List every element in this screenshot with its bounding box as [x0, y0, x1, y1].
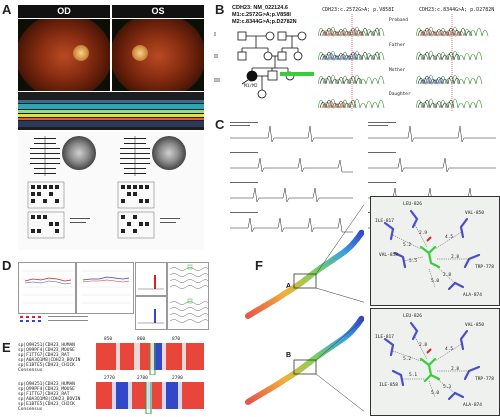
oct-scan: [18, 92, 204, 130]
audiogram-left: [76, 262, 134, 314]
tymp-bottom: [135, 296, 167, 330]
dist-top-7: 5.0: [431, 279, 440, 284]
daughter-label: Daughter: [389, 92, 411, 97]
panel-label-b: B: [215, 2, 225, 17]
res-ile817-top: ILE-817: [375, 219, 394, 224]
align-row-name: sp|Q9H251|CDH23_HUMAN: [18, 382, 75, 387]
panel-label-d: D: [2, 258, 12, 273]
seq1-title: CDH23:c.2572G>A; p.V858I: [322, 7, 395, 13]
os-header: OS: [112, 5, 204, 18]
res-leu826-top: LEU-826: [403, 202, 422, 207]
align-row-name: Consensus: [18, 407, 43, 412]
abr-traces: [167, 262, 209, 330]
fundus-photo-od: [18, 19, 110, 91]
pedigree-chart: [237, 31, 307, 99]
structure-label-b: B: [286, 352, 292, 359]
gene-label: CDH23: NM_022124.6: [232, 5, 288, 11]
dist-top-2: 5.2: [403, 243, 412, 248]
visual-field-plots: [27, 136, 180, 239]
panel-label-e: E: [2, 340, 11, 355]
protein-ribbons: [245, 204, 364, 412]
father-label: Father: [389, 43, 406, 48]
od-header: OD: [18, 5, 110, 18]
proband-genotype: M1/M2: [244, 84, 258, 89]
tymp-top: [135, 262, 167, 296]
zoom-box-top: LEU-826 ILE-817 VAL-850 VAL-858 TRP-778 …: [370, 196, 500, 306]
green-highlight-bar: [280, 72, 314, 76]
res-ala874-top: ALA-874: [463, 293, 482, 298]
dist-bottom-5: 5.1: [409, 373, 418, 378]
align-row-name: sp|F1TTG7|CDH23_RAT: [18, 392, 70, 397]
proband-label: Proband: [389, 18, 408, 23]
mother-label: Mother: [389, 68, 406, 73]
fundus-photo-os: [112, 19, 204, 91]
align-row-name: sp|A0A3Q1M8|CDH23_BOVIN: [18, 358, 81, 363]
zoom-box-bottom: LEU-826 ILE-817 VAL-850 ILE-858 TRP-778 …: [370, 308, 500, 416]
res-ile817-bottom: ILE-817: [375, 335, 394, 340]
dist-bottom-2: 5.2: [403, 357, 412, 362]
dist-bottom-3: 4.5: [445, 347, 454, 352]
dist-top-1: 2.9: [419, 231, 428, 236]
chromatogram-left: [318, 14, 385, 112]
align-row-name: Consensus: [18, 368, 43, 373]
grayscale-map-os: [152, 136, 186, 170]
dist-top-3: 4.5: [445, 235, 454, 240]
panel-label-f: F: [255, 258, 263, 273]
res-leu826-bottom: LEU-826: [403, 314, 422, 319]
structure-label-a: A: [286, 283, 292, 290]
m1-label: M1:c.2572G>A;p.V858I: [232, 12, 291, 18]
res-ala874-bottom: ALA-874: [463, 403, 482, 408]
m2-label: M2:c.8344G>A;p.D2782N: [232, 19, 297, 25]
dist-bottom-1: 2.8: [419, 343, 428, 348]
align-row-name: sp|E1BTE5|CDH23_CHICK: [18, 363, 75, 368]
res-val850-bottom: VAL-850: [465, 323, 484, 328]
pos-860: 860: [137, 337, 146, 342]
align-row-name: sp|Q99PF4|CDH23_MOUSE: [18, 387, 75, 392]
dist-top-5: 5.5: [409, 259, 418, 264]
pos-2790: 2790: [172, 376, 183, 381]
align-row-name: sp|Q99PF4|CDH23_MOUSE: [18, 348, 75, 353]
res-trp778-bottom: TRP-778: [475, 377, 494, 382]
audiogram-table: [18, 313, 132, 325]
align-row-name: sp|E1BTE5|CDH23_CHICK: [18, 402, 75, 407]
gen-label-1: I: [214, 32, 216, 38]
res-val858-top: VAL-858: [379, 253, 398, 258]
dist-top-4: 2.8: [451, 255, 460, 260]
panel-label-c: C: [215, 117, 225, 132]
audiogram-right: [18, 262, 76, 314]
alignment-names-bottom: sp|Q9H251|CDH23_HUMAN sp|Q99PF4|CDH23_MO…: [18, 382, 80, 412]
gen-label-3: III: [214, 78, 220, 84]
align-row-name: sp|A0A3Q1M8|CDH23_BOVIN: [18, 397, 81, 402]
align-row-name: sp|F1TTG7|CDH23_RAT: [18, 353, 70, 358]
dist-bottom-6: 5.3: [443, 385, 452, 390]
res-val850-top: VAL-850: [465, 211, 484, 216]
gen-label-2: II: [214, 54, 218, 60]
align-row-name: sp|Q9H251|CDH23_HUMAN: [18, 343, 75, 348]
dist-bottom-4: 2.8: [451, 367, 460, 372]
pos-2780: 2780: [137, 376, 148, 381]
alignment-blocks-bottom: [96, 382, 204, 414]
panel-label-a: A: [2, 2, 12, 17]
pos-850: 850: [104, 337, 113, 342]
alignment-blocks-top: [96, 343, 204, 375]
res-ile858-bottom: ILE-858: [379, 383, 398, 388]
chromatogram-right: [416, 14, 489, 112]
alignment-names-top: sp|Q9H251|CDH23_HUMAN sp|Q99PF4|CDH23_MO…: [18, 343, 80, 373]
dist-top-6: 2.8: [443, 273, 452, 278]
pos-2770: 2770: [104, 376, 115, 381]
grayscale-map-od: [62, 136, 96, 170]
seq2-title: CDH23:c.8344G>A; p.D2782N: [419, 7, 495, 13]
dist-bottom-7: 5.0: [431, 391, 440, 396]
pos-870: 870: [172, 337, 181, 342]
res-trp778-top: TRP-778: [475, 265, 494, 270]
